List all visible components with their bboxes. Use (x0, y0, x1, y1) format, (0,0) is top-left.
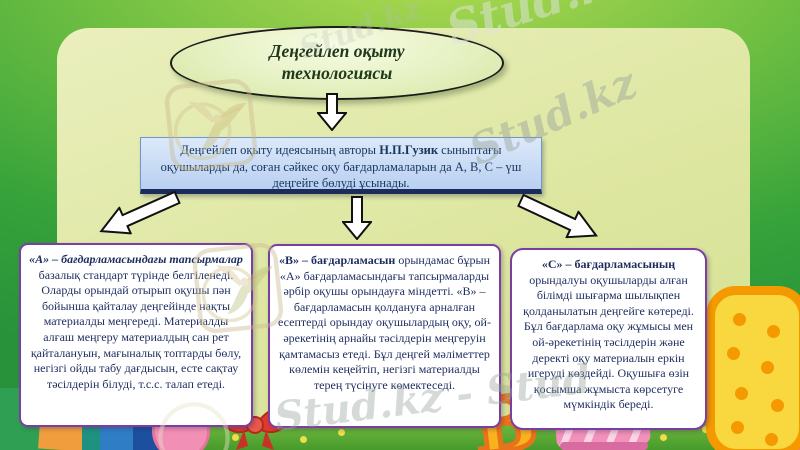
grass-dot (300, 436, 307, 443)
program-c-box: «С» – бағдарламасының орындалуы оқушылар… (510, 248, 707, 430)
down-arrow-icon (342, 196, 372, 240)
program-a-body: базалық стандарт түрінде белгіленеді. Ол… (30, 267, 242, 391)
cookie-decoration (706, 286, 800, 450)
program-b-body: орындамас бұрын «А» бағдарламасындағы та… (278, 253, 491, 392)
cookie-dot (733, 313, 746, 326)
slide-title: Деңгейлеп оқыту технологиясы (269, 41, 405, 83)
program-a-box: «А» – бағдарламасындағы тапсырмалар база… (19, 243, 253, 427)
program-c-lead: «С» – бағдарламасының (541, 257, 676, 271)
down-left-arrow-icon (99, 190, 181, 235)
cookie-dot (727, 347, 740, 360)
program-b-lead: «В» – бағдарламасын (278, 253, 396, 267)
cookie-dot (735, 387, 748, 400)
cookie-dot (761, 361, 774, 374)
title-shape: Деңгейлеп оқыту технологиясы (170, 26, 504, 100)
down-arrow-icon (317, 93, 347, 131)
cookie-dot (771, 399, 784, 412)
cookie-dot (767, 325, 780, 338)
down-right-arrow-icon (517, 193, 599, 239)
intro-author: Н.П.Гузик (379, 143, 439, 157)
grass-dot (660, 434, 667, 441)
grass-dot (338, 429, 345, 436)
cookie-dot (731, 421, 744, 434)
program-c-body: орындалуы оқушыларды алған білімді шығар… (523, 272, 694, 412)
intro-text-before: Деңгейлеп оқыту идеясының авторы (180, 143, 380, 157)
intro-text-after: сыныптағы оқушыларды да, соған сәйкес оқ… (160, 143, 522, 191)
striped-candy-base (560, 442, 648, 450)
program-b-box: «В» – бағдарламасын орындамас бұрын «А» … (268, 244, 501, 428)
program-a-lead: «А» – бағдарламасындағы тапсырмалар (29, 252, 243, 266)
cookie-dot (765, 433, 778, 446)
grass-dot (702, 426, 709, 433)
grass-dot (232, 434, 239, 441)
intro-box: Деңгейлеп оқыту идеясының авторы Н.П.Гуз… (140, 137, 542, 194)
